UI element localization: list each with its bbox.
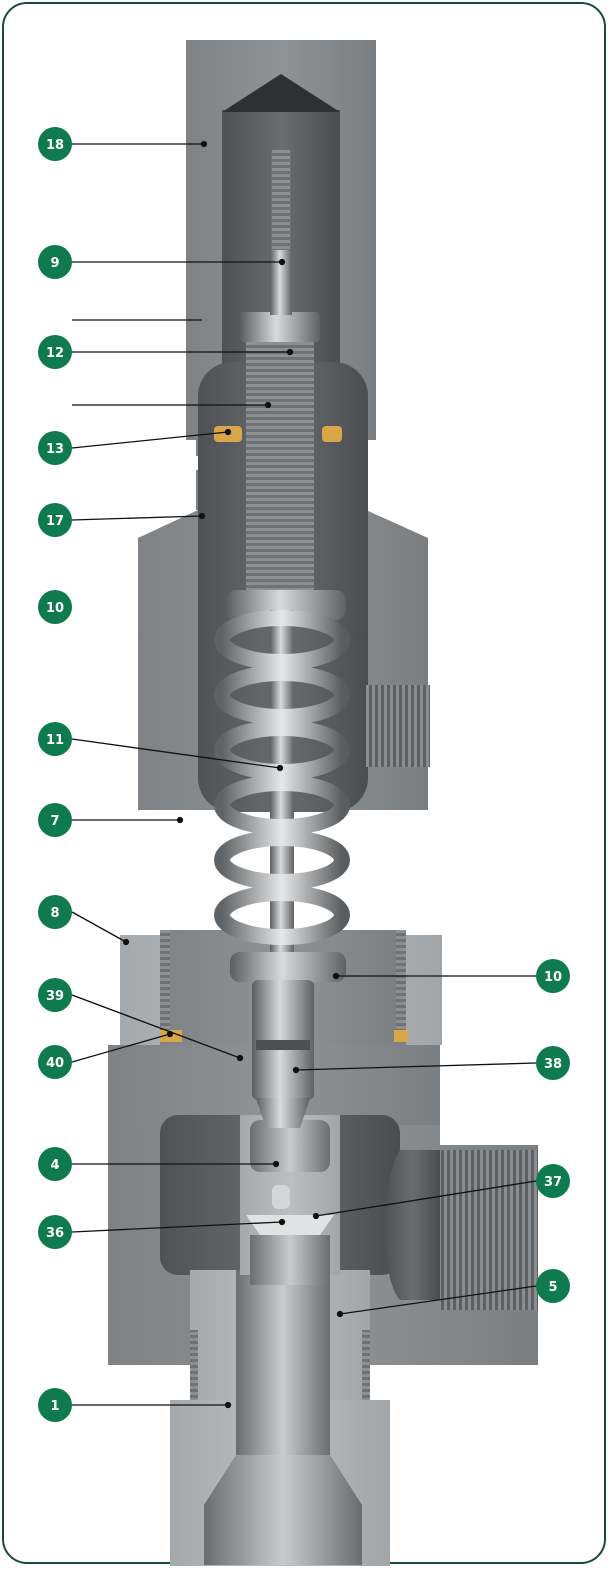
callout-11-label: 11 <box>46 733 64 748</box>
disc-tip <box>272 1185 290 1209</box>
callout-5-label: 5 <box>548 1280 557 1295</box>
callout-4: 4 <box>38 1147 72 1181</box>
callout-9-label: 9 <box>50 256 59 271</box>
callout-39-label: 39 <box>46 989 64 1004</box>
callout-8-label: 8 <box>50 906 59 921</box>
lower-spring-washer <box>230 952 346 982</box>
callout-17-label: 17 <box>46 514 64 529</box>
callout-40-label: 40 <box>46 1056 64 1071</box>
callout-7: 7 <box>38 803 72 837</box>
callout-37-label: 37 <box>544 1175 562 1190</box>
leader-lines-lower <box>71 512 537 1409</box>
spring <box>214 610 350 960</box>
cap-cone-tip <box>222 74 340 112</box>
callout-10-lower-label: 10 <box>544 970 562 985</box>
callout-36-label: 36 <box>46 1226 64 1241</box>
callout-18: 18 <box>38 127 72 161</box>
leader-lines <box>71 140 294 449</box>
callout-7-label: 7 <box>50 814 59 829</box>
callout-17: 17 <box>38 503 72 537</box>
callout-9: 9 <box>38 245 72 279</box>
lock-nut-top <box>240 312 320 342</box>
callout-13-label: 13 <box>46 442 64 457</box>
side-port <box>366 685 430 767</box>
callout-4-label: 4 <box>50 1158 59 1173</box>
nozzle-bore <box>236 1270 330 1460</box>
callout-39: 39 <box>38 978 72 1012</box>
callout-37: 37 <box>536 1164 570 1198</box>
callout-36: 36 <box>38 1215 72 1249</box>
callout-8: 8 <box>38 895 72 929</box>
callout-12: 12 <box>38 335 72 369</box>
callout-10-lower: 10 <box>536 959 570 993</box>
disc <box>246 1215 334 1235</box>
callout-1-label: 1 <box>50 1399 59 1414</box>
callout-10-upper-label: 10 <box>46 601 64 616</box>
callout-38-label: 38 <box>544 1057 562 1072</box>
callout-40: 40 <box>38 1045 72 1079</box>
callout-38: 38 <box>536 1046 570 1080</box>
valve-drawing <box>108 40 538 1566</box>
callouts: 18 9 12 13 17 10 11 7 8 39 40 10 38 4 37… <box>38 127 570 1422</box>
callout-1: 1 <box>38 1388 72 1422</box>
callout-5: 5 <box>536 1269 570 1303</box>
callout-12-label: 12 <box>46 346 64 361</box>
callout-11: 11 <box>38 722 72 756</box>
adjusting-screw <box>246 338 314 593</box>
callout-18-label: 18 <box>46 138 64 153</box>
callout-10-upper: 10 <box>38 590 72 624</box>
callout-13: 13 <box>38 431 72 465</box>
outlet-port <box>440 1150 538 1310</box>
